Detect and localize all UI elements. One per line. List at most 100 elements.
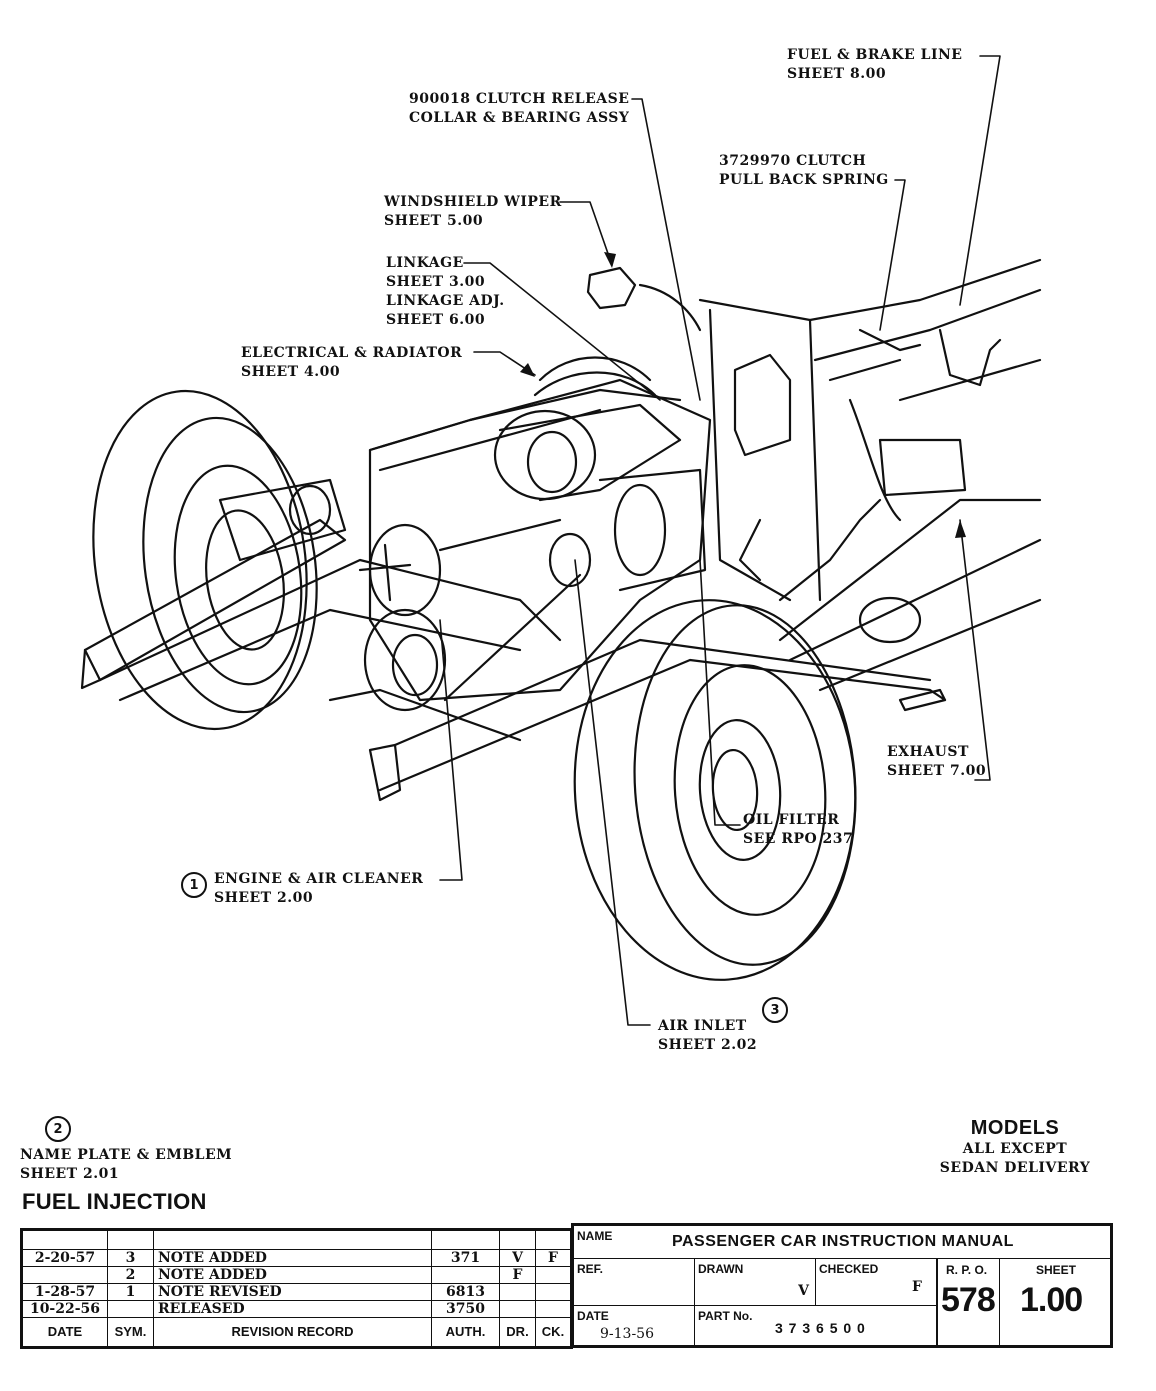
rev-record: NOTE ADDED — [153, 1249, 432, 1267]
part-number-cell: PART No. 3 7 3 6 5 0 0 — [695, 1306, 937, 1345]
callout-engine-air-cleaner: ENGINE & AIR CLEANER SHEET 2.00 — [214, 870, 423, 908]
part-number-value: 3 7 3 6 5 0 0 — [775, 1320, 866, 1336]
arrowheads — [520, 252, 966, 538]
chassis-engine-illustration — [80, 55, 1042, 1026]
callout-clutch-release: 900018 CLUTCH RELEASE COLLAR & BEARING A… — [409, 90, 629, 128]
callout-oil-filter: OIL FILTER SEE RPO 237 — [743, 811, 853, 849]
rev-sym: 3 — [107, 1249, 154, 1267]
name-cell: NAME PASSENGER CAR INSTRUCTION MANUAL — [574, 1226, 1110, 1259]
callout-text: SHEET 6.00 — [386, 312, 486, 328]
rev-auth — [431, 1229, 500, 1250]
callout-linkage: LINKAGE SHEET 3.00 LINKAGE ADJ. SHEET 6.… — [386, 254, 505, 330]
revision-row: 2-20-57 3 NOTE ADDED 371 V F — [21, 1249, 572, 1267]
callout-text: LINKAGE — [386, 255, 464, 271]
revision-table: 2-20-57 3 NOTE ADDED 371 V F 2 NOTE ADDE… — [20, 1228, 573, 1349]
rev-dr: F — [499, 1266, 536, 1284]
rev-ck — [535, 1229, 572, 1250]
callout-text: SHEET 7.00 — [887, 763, 987, 779]
rev-ck — [535, 1266, 572, 1284]
callout-text: SHEET 3.00 — [386, 274, 486, 290]
rev-date — [21, 1229, 108, 1250]
rev-auth — [431, 1266, 500, 1284]
part-number-label: PART No. — [698, 1309, 753, 1323]
rev-ck: F — [535, 1249, 572, 1267]
callout-exhaust: EXHAUST SHEET 7.00 — [887, 743, 986, 781]
models-block: MODELS ALL EXCEPT SEDAN DELIVERY — [930, 1117, 1100, 1178]
callout-text: SHEET 5.00 — [384, 213, 484, 229]
sheet-value: 1.00 — [1020, 1281, 1083, 1319]
rev-header-record: REVISION RECORD — [153, 1317, 432, 1348]
models-line: SEDAN DELIVERY — [939, 1160, 1091, 1176]
rev-auth: 6813 — [431, 1283, 500, 1301]
firewall — [698, 298, 882, 602]
callout-text: LINKAGE ADJ. — [386, 293, 505, 309]
front-frame — [80, 518, 947, 802]
revision-row: 2 NOTE ADDED F — [21, 1266, 572, 1284]
date-cell: DATE 9-13-56 — [574, 1306, 695, 1345]
callout-text: 900018 CLUTCH RELEASE — [409, 91, 630, 107]
rev-sym: 1 — [107, 1283, 154, 1301]
revision-header-row: DATE SYM. REVISION RECORD AUTH. DR. CK. — [21, 1317, 572, 1348]
callout-text: ENGINE & AIR CLEANER — [214, 871, 424, 887]
rpo-cell: R. P. O. 578 — [937, 1259, 1000, 1345]
sheet-cell: SHEET 1.00 — [1000, 1259, 1110, 1345]
rev-auth: 371 — [431, 1249, 500, 1267]
callout-windshield-wiper: WINDSHIELD WIPER SHEET 5.00 — [384, 193, 562, 231]
callout-text: COLLAR & BEARING ASSY — [409, 110, 630, 126]
drawn-label: DRAWN — [698, 1262, 744, 1276]
callout-name-plate: NAME PLATE & EMBLEM SHEET 2.01 — [20, 1146, 232, 1184]
revision-row: 10-22-56 RELEASED 3750 — [21, 1300, 572, 1318]
rev-ck — [535, 1283, 572, 1301]
name-value: PASSENGER CAR INSTRUCTION MANUAL — [672, 1233, 1014, 1250]
callout-text: FUEL & BRAKE LINE — [787, 47, 963, 63]
callout-text: SHEET 2.00 — [214, 890, 314, 906]
ref-cell: REF. — [574, 1259, 695, 1306]
date-label: DATE — [577, 1309, 609, 1323]
drawn-cell: DRAWN V — [695, 1259, 816, 1306]
callout-text: ELECTRICAL & RADIATOR — [241, 345, 463, 361]
models-line: ALL EXCEPT — [962, 1141, 1068, 1157]
date-value: 9-13-56 — [600, 1326, 654, 1342]
callout-text: SHEET 2.01 — [20, 1166, 120, 1182]
callout-text: SHEET 2.02 — [658, 1037, 758, 1053]
title-block: NAME PASSENGER CAR INSTRUCTION MANUAL RE… — [571, 1223, 1113, 1348]
rev-date — [21, 1266, 108, 1284]
callout-air-inlet: AIR INLET SHEET 2.02 — [658, 1017, 757, 1055]
rev-header-sym: SYM. — [107, 1317, 154, 1348]
item-number-badge: 1 — [181, 872, 207, 898]
models-heading: MODELS — [970, 1117, 1060, 1139]
callout-text: SHEET 8.00 — [787, 66, 887, 82]
rev-sym: 2 — [107, 1266, 154, 1284]
callout-text: OIL FILTER — [743, 812, 840, 828]
rev-header-date: DATE — [21, 1317, 108, 1348]
rev-auth: 3750 — [431, 1300, 500, 1318]
rev-dr — [499, 1283, 536, 1301]
rev-record: RELEASED — [153, 1300, 432, 1318]
rev-sym — [107, 1300, 154, 1318]
rpo-label: R. P. O. — [946, 1263, 988, 1277]
rev-sym — [107, 1229, 154, 1250]
rev-dr — [499, 1300, 536, 1318]
leader-lines — [439, 55, 1001, 1026]
left-front-wheel — [92, 389, 318, 731]
rev-dr — [499, 1229, 536, 1250]
rev-date: 10-22-56 — [21, 1300, 108, 1318]
ref-label: REF. — [577, 1262, 604, 1276]
rev-date: 1-28-57 — [21, 1283, 108, 1301]
rev-record: NOTE ADDED — [153, 1266, 432, 1284]
rev-header-ck: CK. — [535, 1317, 572, 1348]
callout-text: AIR INLET — [658, 1018, 747, 1034]
engine-block — [218, 356, 712, 712]
drawing-title: FUEL INJECTION — [22, 1189, 207, 1214]
callout-text: SHEET 4.00 — [241, 364, 341, 380]
callout-text: EXHAUST — [887, 744, 969, 760]
sheet-label: SHEET — [1036, 1263, 1077, 1277]
callout-text: WINDSHIELD WIPER — [384, 194, 562, 210]
checked-value: F — [912, 1279, 922, 1295]
checked-label: CHECKED — [819, 1262, 879, 1276]
checked-cell: CHECKED F — [816, 1259, 937, 1306]
rev-date: 2-20-57 — [21, 1249, 108, 1267]
callout-text: 3729970 CLUTCH — [719, 153, 867, 169]
item-number-badge: 2 — [45, 1116, 71, 1142]
callout-fuel-brake-line: FUEL & BRAKE LINE SHEET 8.00 — [787, 46, 962, 84]
